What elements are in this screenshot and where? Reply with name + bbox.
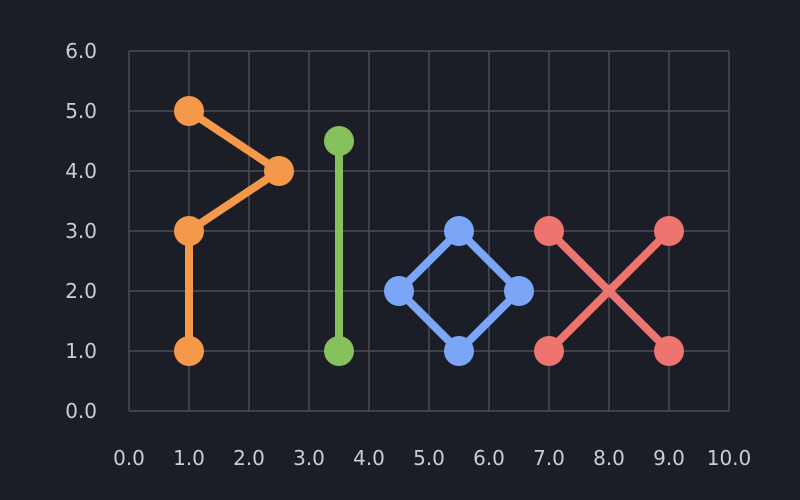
- y-tick-label: 4.0: [65, 159, 97, 183]
- x-tick-label: 0.0: [113, 446, 145, 470]
- x-tick-label: 2.0: [233, 446, 265, 470]
- data-point: [534, 216, 564, 246]
- x-tick-label: 9.0: [653, 446, 685, 470]
- data-point: [654, 216, 684, 246]
- data-point: [654, 336, 684, 366]
- data-point: [534, 336, 564, 366]
- x-tick-label: 5.0: [413, 446, 445, 470]
- x-tick-label: 10.0: [707, 446, 752, 470]
- x-tick-label: 6.0: [473, 446, 505, 470]
- y-tick-label: 2.0: [65, 279, 97, 303]
- data-point: [264, 156, 294, 186]
- y-tick-label: 6.0: [65, 39, 97, 63]
- x-tick-label: 1.0: [173, 446, 205, 470]
- series-2: [324, 126, 354, 366]
- y-tick-label: 5.0: [65, 99, 97, 123]
- data-point: [174, 96, 204, 126]
- grid: [128, 50, 730, 412]
- x-tick-label: 4.0: [353, 446, 385, 470]
- data-point: [444, 216, 474, 246]
- series-1: [174, 96, 294, 366]
- series-3: [384, 216, 534, 366]
- data-point: [324, 126, 354, 156]
- data-point: [174, 216, 204, 246]
- x-tick-label: 7.0: [533, 446, 565, 470]
- data-point: [444, 336, 474, 366]
- x-tick-label: 3.0: [293, 446, 325, 470]
- tick-labels: 0.0 1.0 2.0 3.0 4.0 5.0 6.0 7.0 8.0 9.0 10.0 0.0 1.0…: [65, 39, 751, 470]
- series-4: [534, 216, 684, 366]
- series: [174, 96, 684, 366]
- series-line: [545, 227, 673, 355]
- data-point: [384, 276, 414, 306]
- series-line: [185, 107, 283, 355]
- data-point: [324, 336, 354, 366]
- y-tick-label: 0.0: [65, 399, 97, 423]
- x-tick-label: 8.0: [593, 446, 625, 470]
- data-point: [174, 336, 204, 366]
- y-tick-label: 3.0: [65, 219, 97, 243]
- data-point: [504, 276, 534, 306]
- y-tick-label: 1.0: [65, 339, 97, 363]
